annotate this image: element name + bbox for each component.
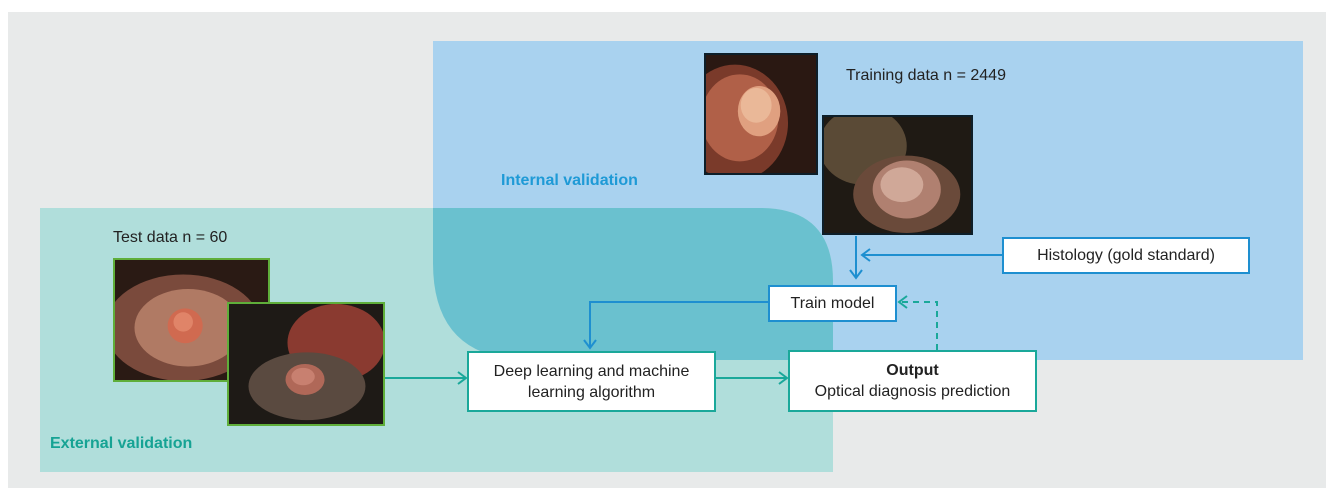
histology-box: Histology (gold standard) — [1002, 237, 1250, 274]
output-subtitle: Optical diagnosis prediction — [814, 383, 1011, 400]
polyp-image-training-1 — [704, 53, 818, 175]
algorithm-label-line1: Deep learning and machine — [493, 362, 690, 380]
polyp-image-test-2 — [227, 302, 385, 426]
external-validation-title: External validation — [50, 435, 193, 452]
arrow-output-feedback — [897, 295, 938, 350]
histology-label: Histology (gold standard) — [1037, 247, 1215, 264]
training-data-label: Training data n = 2449 — [846, 67, 1006, 84]
test-data-label: Test data n = 60 — [113, 229, 228, 246]
algorithm-label-line2: learning algorithm — [527, 383, 656, 401]
polyp-image-training-2 — [822, 115, 973, 235]
train-model-box: Train model — [768, 285, 897, 322]
internal-validation-title: Internal validation — [501, 172, 638, 189]
overlap-region — [433, 208, 833, 360]
output-box: Output Optical diagnosis prediction — [788, 350, 1037, 412]
arrow-train-to-algorithm — [583, 301, 768, 350]
algorithm-box: Deep learning and machine learning algor… — [467, 351, 716, 412]
output-title: Output — [886, 362, 939, 379]
train-model-label: Train model — [790, 295, 875, 312]
